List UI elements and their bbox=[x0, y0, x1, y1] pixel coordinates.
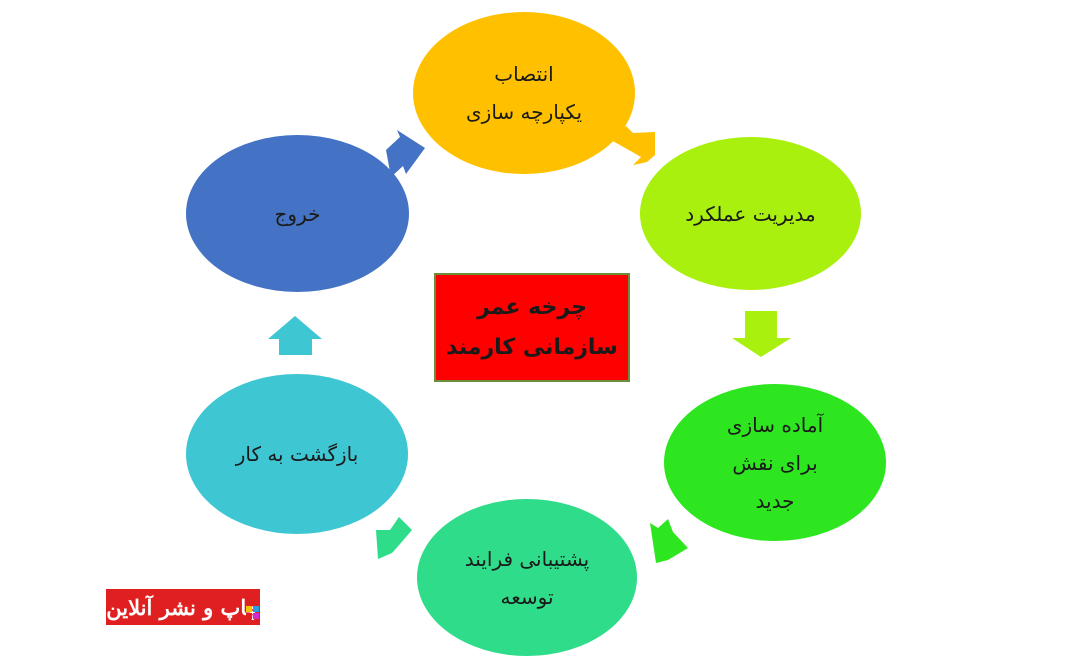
arrow-exit-to-recruitment bbox=[386, 130, 425, 177]
node-recruitment: انتصاب یکپارچه سازی bbox=[413, 12, 635, 174]
publisher-logo-text: چاپ و نشر آنلاین bbox=[106, 594, 260, 620]
arrow-preparation-to-development bbox=[650, 519, 688, 563]
node-preparation: آماده سازی برای نقش جدید bbox=[664, 384, 886, 541]
node-preparation-line-3: جدید bbox=[755, 488, 795, 513]
node-recruitment-line-1: انتصاب bbox=[494, 62, 554, 86]
node-return-line-1: بازگشت به کار bbox=[235, 442, 359, 466]
node-return: بازگشت به کار bbox=[186, 374, 408, 534]
logo-color-squares-icon bbox=[246, 606, 260, 624]
node-preparation-line-1: آماده سازی bbox=[726, 412, 824, 437]
center-title-box: چرخه عمر سازمانی کارمند bbox=[434, 273, 630, 382]
node-exit-line-1: خروج bbox=[274, 201, 321, 226]
arrow-return-to-exit bbox=[268, 316, 322, 355]
arrow-recruitment-to-performance bbox=[611, 126, 655, 165]
publisher-logo: چاپ و نشر آنلاین bbox=[106, 589, 260, 625]
node-development: پشتیبانی فرایند توسعه bbox=[417, 499, 637, 656]
node-preparation-line-2: برای نقش bbox=[732, 450, 818, 475]
arrow-performance-to-preparation bbox=[732, 311, 791, 357]
node-performance-line-1: مدیریت عملکرد bbox=[685, 201, 816, 226]
node-performance: مدیریت عملکرد bbox=[640, 137, 861, 290]
node-development-line-2: توسعه bbox=[500, 584, 554, 609]
center-title-line-1: چرخه عمر bbox=[477, 294, 587, 320]
center-title-line-2: سازمانی کارمند bbox=[446, 334, 618, 360]
node-exit: خروج bbox=[186, 135, 409, 292]
arrow-development-to-return bbox=[376, 517, 412, 559]
node-development-line-1: پشتیبانی فرایند bbox=[464, 546, 590, 571]
node-recruitment-line-2: یکپارچه سازی bbox=[466, 100, 583, 124]
